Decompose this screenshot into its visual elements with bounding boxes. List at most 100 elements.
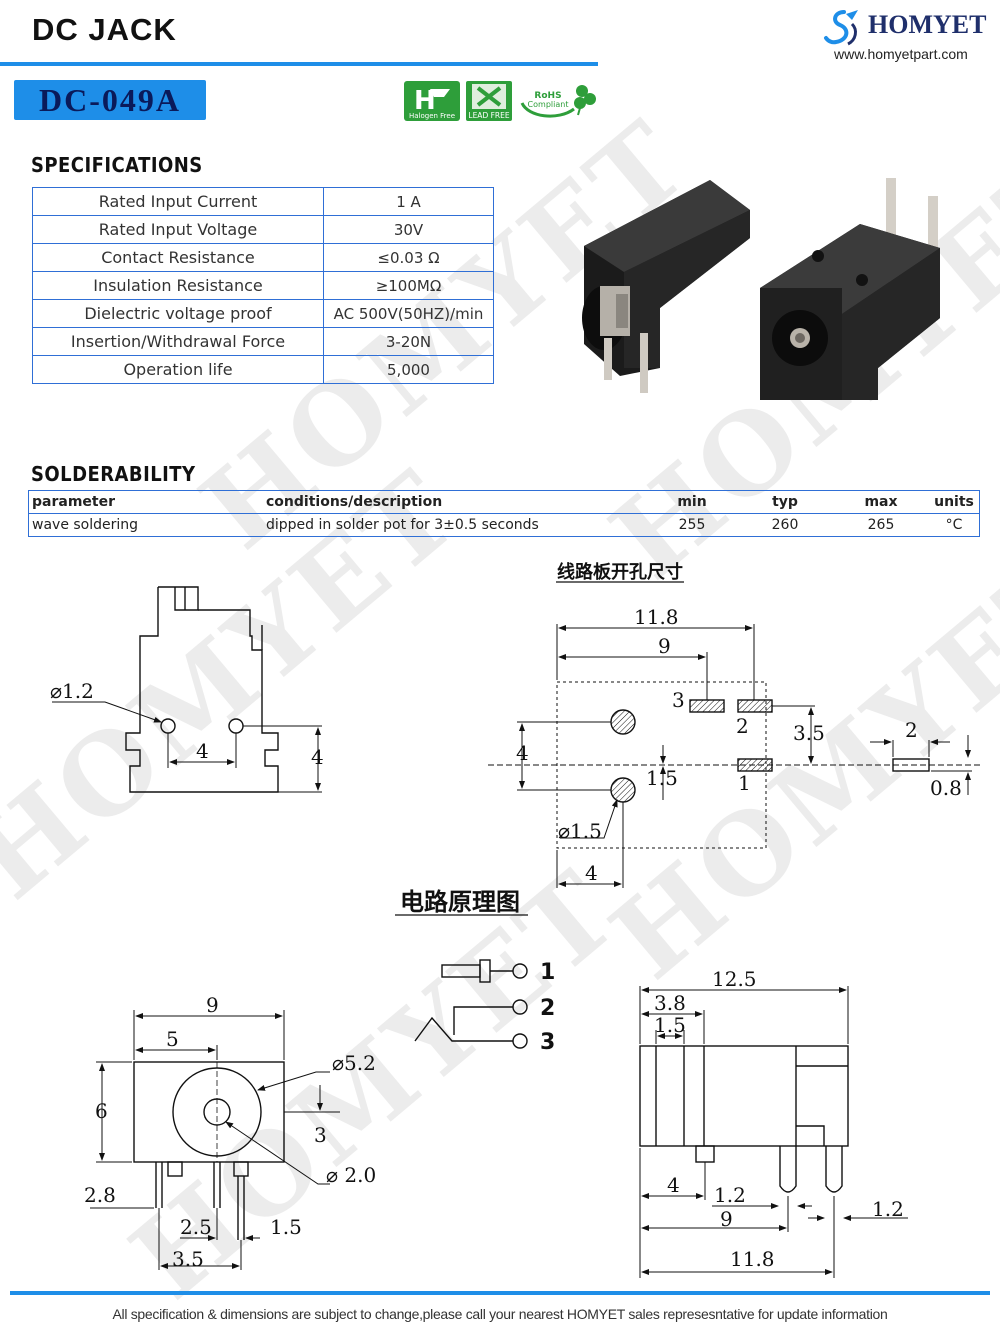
specifications-heading: SPECIFICATIONS bbox=[31, 153, 203, 177]
column-header: conditions/description bbox=[263, 490, 647, 514]
dim-label: 4 bbox=[585, 861, 598, 885]
title-rule bbox=[0, 62, 598, 66]
dim-label: 9 bbox=[720, 1207, 733, 1231]
spec-label: Dielectric voltage proof bbox=[32, 299, 324, 328]
solderability-table: parameter conditions/description min typ… bbox=[28, 490, 980, 537]
front-view-drawing bbox=[90, 1010, 340, 1270]
dim-label: 11.8 bbox=[634, 605, 679, 629]
table-cell: dipped in solder pot for 3±0.5 seconds bbox=[263, 513, 647, 537]
dim-label: 12.5 bbox=[712, 967, 757, 991]
lead-free-icon: LEAD FREE bbox=[466, 81, 512, 121]
table-cell: 260 bbox=[737, 513, 833, 537]
dim-label: 2.5 bbox=[180, 1215, 212, 1239]
rohs-compliant-icon: RoHS Compliant bbox=[520, 85, 596, 118]
dim-label: ⌀1.5 bbox=[558, 819, 602, 843]
dim-label: 3.5 bbox=[172, 1247, 204, 1271]
table-cell: °C bbox=[929, 513, 980, 537]
spec-label: Contact Resistance bbox=[32, 243, 324, 272]
dim-label: 9 bbox=[206, 993, 219, 1017]
table-row: wave soldering dipped in solder pot for … bbox=[28, 513, 980, 537]
halogen-free-icon: H Halogen Free bbox=[404, 81, 460, 121]
dim-label: 4 bbox=[196, 739, 209, 763]
dim-label: 4 bbox=[311, 745, 324, 769]
spec-value: 3-20N bbox=[323, 327, 494, 356]
schematic-pin-label: 3 bbox=[540, 1030, 555, 1055]
dim-label: 1.5 bbox=[646, 766, 678, 790]
table-cell: 255 bbox=[647, 513, 737, 537]
spec-value: 30V bbox=[323, 215, 494, 244]
spec-value: ≤0.03 Ω bbox=[323, 243, 494, 272]
brand-url[interactable]: www.homyetpart.com bbox=[834, 46, 968, 62]
table-cell: 265 bbox=[833, 513, 929, 537]
top-view-drawing bbox=[639, 986, 908, 1278]
spec-label: Rated Input Current bbox=[32, 187, 324, 216]
footer-note: All specification & dimensions are subje… bbox=[112, 1306, 888, 1322]
column-header: units bbox=[929, 490, 980, 514]
spec-label: Insertion/Withdrawal Force bbox=[32, 327, 324, 356]
spec-value: ≥100MΩ bbox=[323, 271, 494, 300]
lead-free-label: LEAD FREE bbox=[468, 111, 509, 120]
spec-value: 1 A bbox=[323, 187, 494, 216]
dc-jack-side-view bbox=[582, 180, 750, 393]
page-title: DC JACK bbox=[32, 12, 177, 47]
schematic-pin-label: 1 bbox=[540, 960, 555, 985]
dim-label: 2 bbox=[736, 714, 749, 738]
dim-label: 3.5 bbox=[793, 721, 825, 745]
dim-label: 4 bbox=[667, 1173, 680, 1197]
dim-label: ⌀ 2.0 bbox=[326, 1163, 376, 1187]
dim-label: 1.2 bbox=[872, 1197, 904, 1221]
dim-label: ⌀5.2 bbox=[332, 1051, 376, 1075]
dim-label: 1 bbox=[738, 771, 751, 795]
brand-name: HOMYET bbox=[868, 10, 987, 39]
schematic-title: 电路原理图 bbox=[400, 888, 520, 916]
svg-text:H: H bbox=[414, 86, 436, 116]
dim-label: 0.8 bbox=[930, 776, 962, 800]
dc-jack-front-view bbox=[760, 178, 940, 400]
column-header: max bbox=[833, 490, 929, 514]
pcb-layout-drawing bbox=[488, 581, 980, 888]
dim-label: ⌀1.2 bbox=[50, 679, 94, 703]
table-row: Contact Resistance≤0.03 Ω bbox=[32, 243, 494, 272]
circuit-schematic bbox=[395, 914, 528, 1049]
dim-label: 2 bbox=[905, 718, 918, 742]
dim-label: 3.8 bbox=[654, 991, 686, 1015]
table-row: Insulation Resistance≥100MΩ bbox=[32, 271, 494, 300]
footer-rule bbox=[10, 1291, 990, 1295]
dim-label: 1.2 bbox=[714, 1183, 746, 1207]
dim-label: 3 bbox=[314, 1123, 327, 1147]
table-header-row: parameter conditions/description min typ… bbox=[28, 490, 980, 514]
spec-label: Insulation Resistance bbox=[32, 271, 324, 300]
technical-drawings: 线路板开孔尺寸 电路原理图 ⌀1.2 4 4 11.8 9 3 2 1 3.5 … bbox=[50, 561, 980, 1278]
spec-value: AC 500V(50HZ)/min bbox=[323, 299, 494, 328]
dim-label: 11.8 bbox=[730, 1247, 775, 1271]
homyet-logo-icon bbox=[824, 10, 858, 46]
side-view-drawing bbox=[52, 586, 322, 793]
dim-label: 5 bbox=[166, 1027, 179, 1051]
rohs-label: RoHS bbox=[534, 91, 561, 101]
spec-value: 5,000 bbox=[323, 355, 494, 384]
spec-label: Rated Input Voltage bbox=[32, 215, 324, 244]
dim-label: 4 bbox=[516, 741, 529, 765]
dim-label: 9 bbox=[658, 634, 671, 658]
pcb-layout-title: 线路板开孔尺寸 bbox=[557, 561, 683, 583]
dim-label: 3 bbox=[672, 688, 685, 712]
solderability-heading: SOLDERABILITY bbox=[31, 462, 196, 486]
dim-label: 6 bbox=[95, 1099, 108, 1123]
column-header: parameter bbox=[28, 490, 263, 514]
dim-label: 1.5 bbox=[654, 1013, 686, 1037]
spec-label: Operation life bbox=[32, 355, 324, 384]
halogen-free-label: Halogen Free bbox=[409, 112, 455, 120]
dim-label: 1.5 bbox=[270, 1215, 302, 1239]
product-photo bbox=[582, 178, 940, 400]
table-cell: wave soldering bbox=[28, 513, 263, 537]
rohs-compliant-label: Compliant bbox=[528, 100, 569, 109]
model-badge: DC-049A bbox=[14, 80, 206, 120]
dim-label: 2.8 bbox=[84, 1183, 116, 1207]
schematic-pin-label: 2 bbox=[540, 996, 555, 1021]
